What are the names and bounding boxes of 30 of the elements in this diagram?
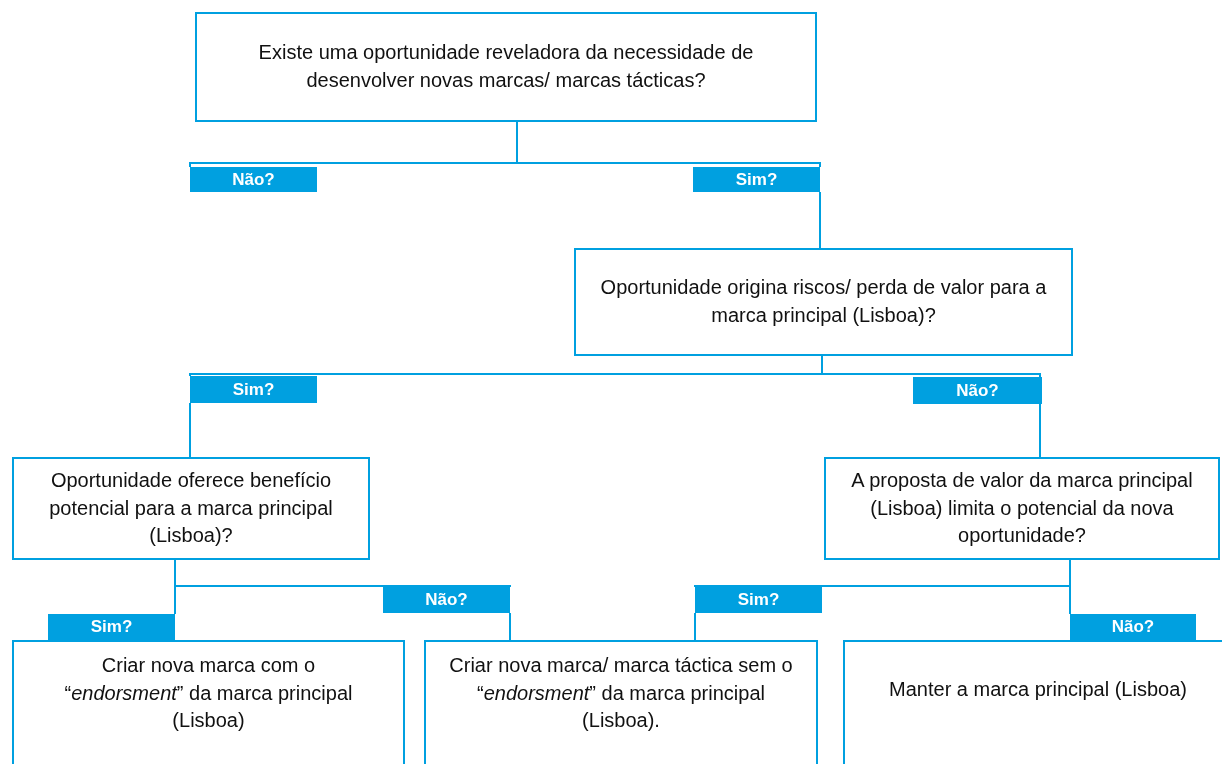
connector-line	[174, 559, 176, 615]
branch-label: Sim?	[48, 614, 175, 640]
connector-line	[189, 402, 191, 458]
connector-line	[1039, 403, 1041, 458]
decision-box	[574, 248, 1073, 356]
branch-label: Sim?	[693, 167, 820, 192]
box-text: A proposta de valor da marca principal (Lisboa) limita o potencial da nova oportunidade?	[850, 468, 1194, 549]
branch-label: Não?	[1070, 614, 1196, 640]
connector-line	[694, 612, 696, 641]
connector-line	[509, 612, 511, 641]
connector-line	[1069, 559, 1071, 615]
branch-label: Sim?	[190, 376, 317, 403]
decision-box	[843, 640, 1222, 764]
box-text: Criar nova marca com o “endorsment” da marca principal (Lisboa)	[63, 653, 354, 734]
box-text: Oportunidade oferece benefício potencial para a marca principal (Lisboa)?	[48, 468, 334, 549]
decision-box	[12, 457, 370, 560]
connector-line	[819, 191, 821, 249]
decision-box	[824, 457, 1220, 560]
box-text: Criar nova marca/ marca táctica sem o “endorsment” da marca principal (Lisboa).	[448, 653, 794, 734]
box-text: Oportunidade origina riscos/ perda de valor para a marca principal (Lisboa)?	[599, 275, 1048, 328]
box-text: Existe uma oportunidade reveladora da necessidade de desenvolver novas marcas/ marcas tácticas?	[257, 40, 755, 93]
decision-box	[12, 640, 405, 764]
branch-label: Não?	[383, 587, 510, 613]
branch-label: Não?	[190, 167, 317, 192]
connector-line	[516, 121, 821, 168]
box-text: Manter a marca principal (Lisboa)	[889, 677, 1187, 702]
branch-label: Não?	[913, 377, 1042, 404]
decision-box	[424, 640, 818, 764]
branch-label: Sim?	[695, 587, 822, 613]
decision-box	[195, 12, 817, 122]
